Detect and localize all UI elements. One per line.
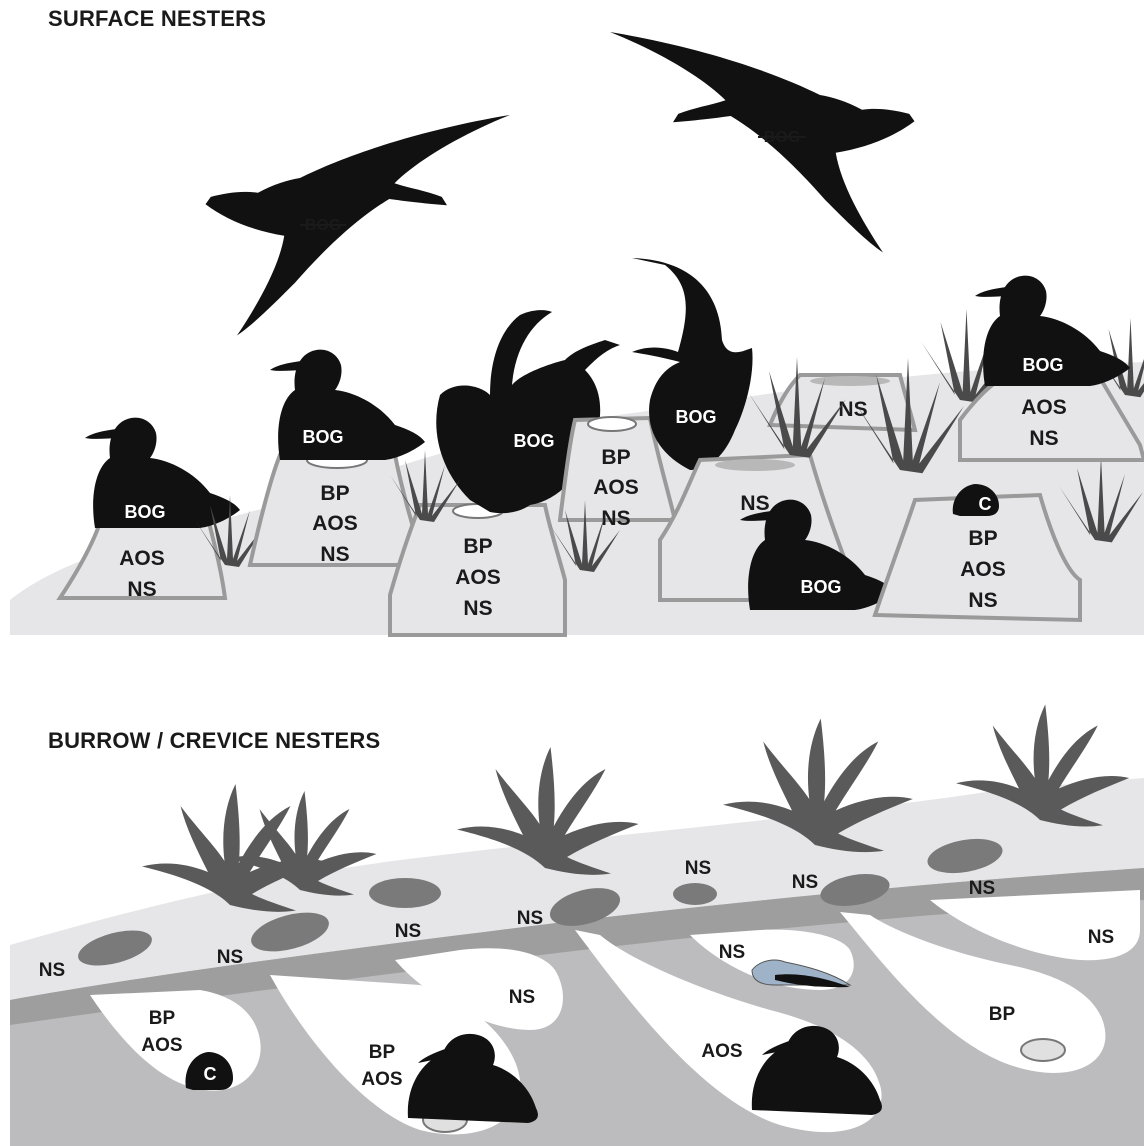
mound8-bird-label: BOG [1022, 355, 1063, 375]
chamber5-line-1: BP [989, 1004, 1016, 1025]
mound1-line-2: NS [127, 578, 156, 601]
mound7-chick-label: C [979, 494, 992, 514]
burrow-surface-label-5: NS [685, 858, 711, 879]
flying-albatross-left [206, 115, 511, 336]
chamber3-line-1: NS [509, 987, 535, 1008]
mound2-line-2: AOS [312, 512, 358, 535]
burrow-entrance [369, 878, 441, 908]
sitting-ground-label: BOG [800, 577, 841, 597]
burrow-surface-label-7: NS [969, 878, 995, 899]
chamber2-line-2: AOS [361, 1069, 402, 1090]
mound4-line-2: AOS [593, 476, 639, 499]
chamber1-line-2: AOS [141, 1035, 182, 1056]
display-right-label: BOG [675, 407, 716, 427]
burrow-surface-label-4: NS [517, 908, 543, 929]
egg-icon [588, 417, 636, 431]
mound7-line-3: NS [968, 589, 997, 612]
mound4-line-3: NS [601, 507, 630, 530]
chamber1-line-1: BP [149, 1008, 176, 1029]
mound8-line-1: AOS [1021, 396, 1067, 419]
chamber6-line-1: NS [1088, 927, 1114, 948]
mound2-line-3: NS [320, 543, 349, 566]
mound2-bird-label: BOG [302, 427, 343, 447]
chamber4-line-1: NS [719, 942, 745, 963]
mound4-line-1: BP [601, 446, 630, 469]
sitting-albatross-2 [270, 350, 425, 460]
chamber2-line-1: BP [369, 1042, 396, 1063]
mound3-line-3: NS [463, 597, 492, 620]
egg-icon [1021, 1039, 1065, 1061]
mound3-line-1: BP [463, 535, 492, 558]
burrow-surface-label-3: NS [395, 921, 421, 942]
burrow-surface-label-6: NS [792, 872, 818, 893]
burrow-entrance [673, 883, 717, 905]
chamber4b-line-1: AOS [701, 1041, 742, 1062]
mound1-line-1: AOS [119, 547, 165, 570]
mound7-line-1: BP [968, 527, 997, 550]
display-left-label: BOG [513, 431, 554, 451]
nest-scrape [715, 459, 795, 471]
mound2-line-1: BP [320, 482, 349, 505]
mound6-line-1: NS [740, 492, 769, 515]
chamber1-chick-label: C [204, 1064, 217, 1084]
mound1-bird-label: BOG [124, 502, 165, 522]
mound8-line-2: NS [1029, 427, 1058, 450]
mound3-line-2: AOS [455, 566, 501, 589]
burrow-surface-label-1: NS [39, 960, 65, 981]
burrow-surface-label-2: NS [217, 947, 243, 968]
flying-albatross-right [610, 32, 915, 253]
mound7-line-2: AOS [960, 558, 1006, 581]
mound5-line-1: NS [838, 398, 867, 421]
